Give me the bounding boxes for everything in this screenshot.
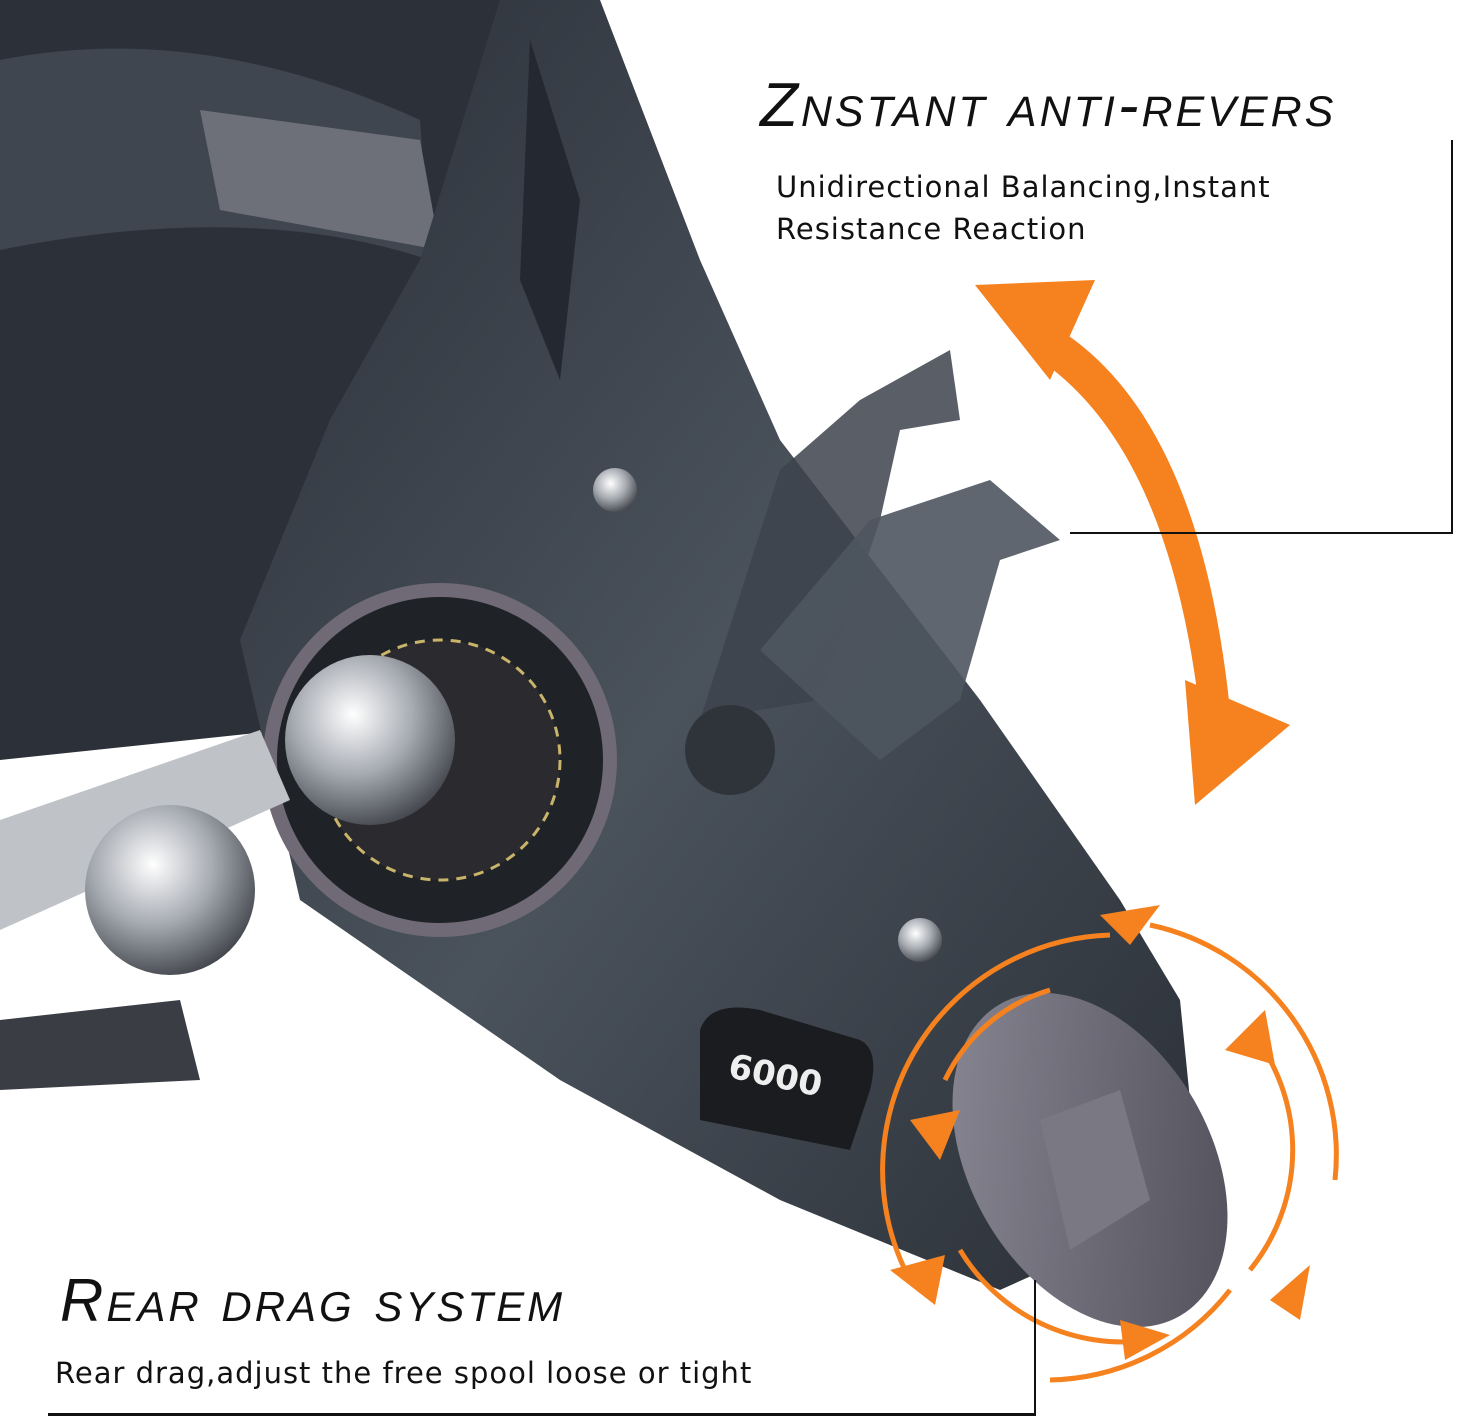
callout-line-vertical [1451,140,1453,534]
callout-line-horizontal [1070,532,1453,534]
handle-knob [85,805,255,975]
rear-drag-description: Rear drag,adjust the free spool loose or… [55,1356,753,1390]
model-plate [700,1007,874,1150]
rotate-arrow-icon [975,280,1290,805]
rear-drag-title: Rear drag system [60,1267,566,1334]
callout-line-horizontal [48,1413,1036,1416]
reel-body [240,0,1200,1290]
anti-reverse-description: Unidirectional Balancing,Instant Resista… [776,170,1271,246]
callout-line-vertical [1034,1280,1036,1416]
anti-reverse-lever [700,350,960,720]
anti-reverse-title: Znstant anti-revers [760,71,1337,140]
